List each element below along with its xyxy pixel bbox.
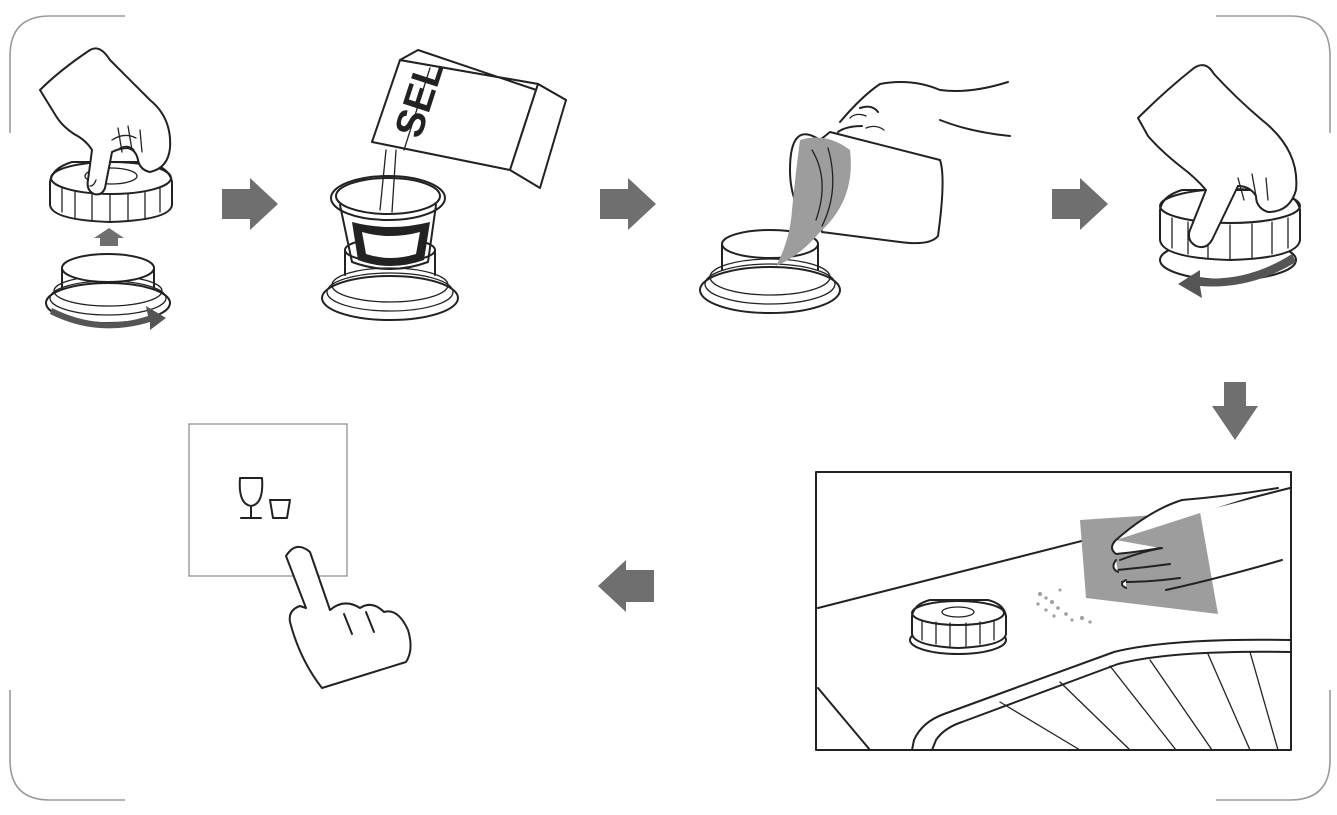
step-2-pour-salt: SEL xyxy=(321,49,567,321)
wipe-panel-frame xyxy=(815,471,1292,751)
step-1-remove-cap xyxy=(39,47,173,330)
cloth xyxy=(1080,512,1218,614)
step-3-pour-water xyxy=(699,81,1011,314)
step-arrow-right-2 xyxy=(600,178,656,230)
pointing-hand xyxy=(285,545,412,689)
spilled-salt xyxy=(1036,588,1092,624)
glass-and-cup-icon xyxy=(238,477,291,519)
step-arrow-right-3 xyxy=(1052,178,1108,230)
step-4-replace-cap xyxy=(1137,64,1301,298)
step-arrow-left xyxy=(598,560,654,612)
step-arrow-down xyxy=(1212,382,1258,440)
frame-corners xyxy=(9,15,1331,801)
lift-up-arrow xyxy=(94,228,124,246)
rotate-cw-arrow xyxy=(50,306,166,330)
step-arrow-right-1 xyxy=(222,178,278,230)
salt-box: SEL xyxy=(371,49,567,189)
step-5-wipe-spilled-salt xyxy=(815,471,1292,751)
step-6-press-button xyxy=(188,423,412,689)
control-panel-box xyxy=(188,423,348,577)
